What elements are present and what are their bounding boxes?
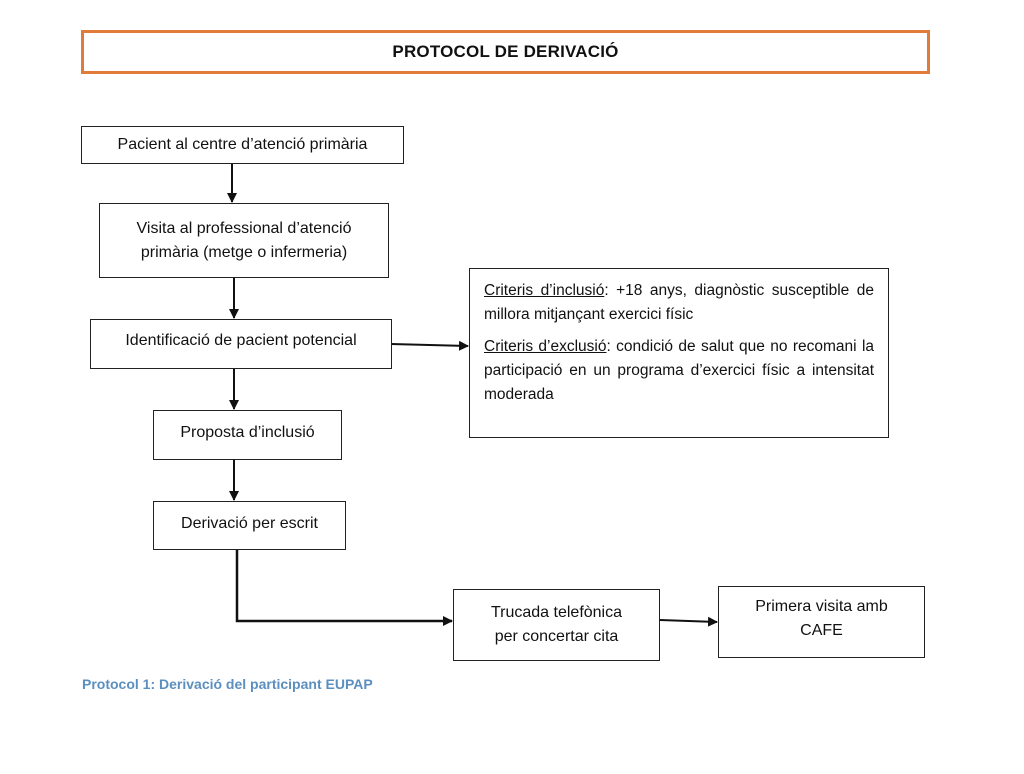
exclusion-criteria-text: : condició de salut que no recomani la p… [484,338,875,404]
inclusion-criteria: Criteris d’inclusió: +18 anys, diagnòsti… [484,279,874,327]
step-visita-label-line2: primària (metge o infermeria) [140,243,348,261]
exclusion-criteria: Criteris d’exclusió: condició de salut q… [484,335,874,407]
arrow-trucada-to-primera [659,616,718,627]
step-trucada-label-line1: Trucada telefònica [490,604,623,621]
step-visita-label-line1: Visita al professional d’atenció [136,219,352,237]
step-derivacio-box: Derivació per escrit [153,501,346,550]
step-pacient-box: Pacient al centre d’atenció primària [81,126,404,164]
arrow-identificacio-to-criteria [390,340,469,351]
diagram-title-text: PROTOCOL DE DERIVACIÓ [392,42,619,61]
step-proposta-label: Proposta d’inclusió [180,424,315,441]
inclusion-criteria-label: Criteris d’inclusió [484,282,605,299]
step-primera-visita-label-line2: CAFE [800,622,843,639]
step-proposta-box: Proposta d’inclusió [153,410,342,460]
step-pacient-label: Pacient al centre d’atenció primària [117,136,368,153]
step-trucada-label-line2: per concertar cita [494,628,619,645]
step-primera-visita-box: Primera visita amb CAFE [718,586,925,658]
step-identificacio-box: Identificació de pacient potencial [90,319,392,369]
step-primera-visita-label-line1: Primera visita amb [755,598,888,615]
arrow-derivacio-to-trucada [235,549,453,626]
step-visita-box: Visita al professional d’atenció primàri… [99,203,389,278]
exclusion-criteria-label: Criteris d’exclusió [484,338,607,356]
figure-caption: Protocol 1: Derivació del participant EU… [82,676,373,692]
step-identificacio-label: Identificació de pacient potencial [125,332,357,349]
diagram-title: PROTOCOL DE DERIVACIÓ [81,30,930,74]
step-trucada-box: Trucada telefònica per concertar cita [453,589,660,661]
step-derivacio-label: Derivació per escrit [181,515,318,532]
inclusion-criteria-text: : +18 anys, diagnòstic susceptible de mi… [484,282,874,324]
criteria-box: Criteris d’inclusió: +18 anys, diagnòsti… [469,268,889,438]
